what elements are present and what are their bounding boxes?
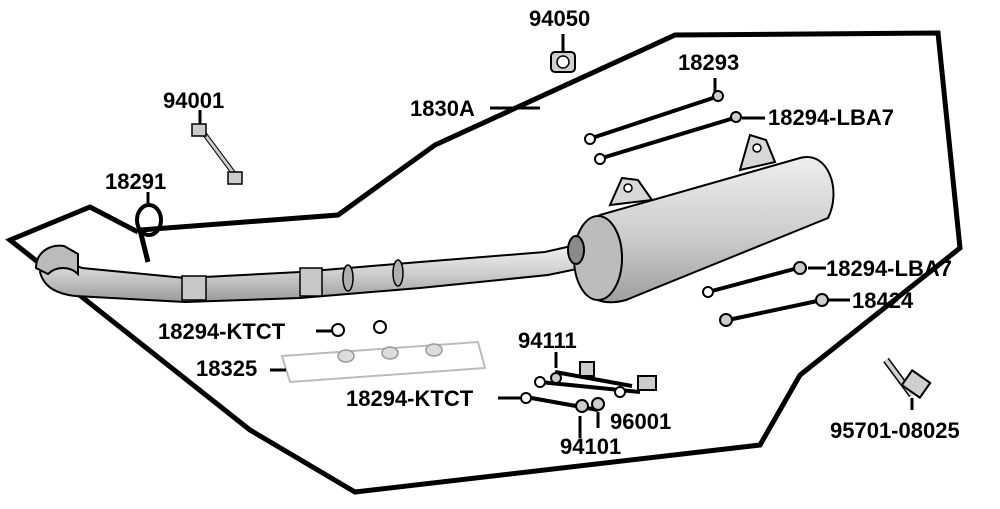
leader-lines	[146, 34, 914, 438]
label-94101: 94101	[560, 434, 622, 459]
washer-pair-18294-ktct	[331, 320, 387, 337]
label-18293: 18293	[678, 50, 740, 75]
label-18325: 18325	[196, 356, 258, 381]
muffler-body	[567, 133, 835, 304]
label-94050: 94050	[529, 6, 591, 31]
label-94001: 94001	[163, 88, 225, 113]
label-18294-ktct-bot: 18294-KTCT	[346, 386, 474, 411]
label-94111: 94111	[518, 328, 577, 353]
stud-94001	[191, 123, 243, 185]
label-95701-08025: 95701-08025	[830, 418, 960, 443]
label-18291: 18291	[105, 169, 167, 194]
heat-shield-18325	[280, 340, 487, 384]
label-96001: 96001	[610, 409, 672, 434]
bolt-95701-08025	[883, 357, 932, 400]
label-18294-lba7-top: 18294-LBA7	[768, 105, 894, 130]
bolt-group-94111	[520, 361, 657, 413]
nut-94050	[550, 51, 576, 73]
bolts-right	[702, 261, 829, 327]
label-18294-ktct-top: 18294-KTCT	[158, 319, 286, 344]
exhaust-header-pipe	[34, 242, 584, 304]
label-18294-lba7-mid: 18294-LBA7	[826, 256, 952, 281]
bolts-18293	[584, 90, 742, 165]
label-1830a: 1830A	[410, 96, 475, 121]
label-18424: 18424	[852, 288, 914, 313]
